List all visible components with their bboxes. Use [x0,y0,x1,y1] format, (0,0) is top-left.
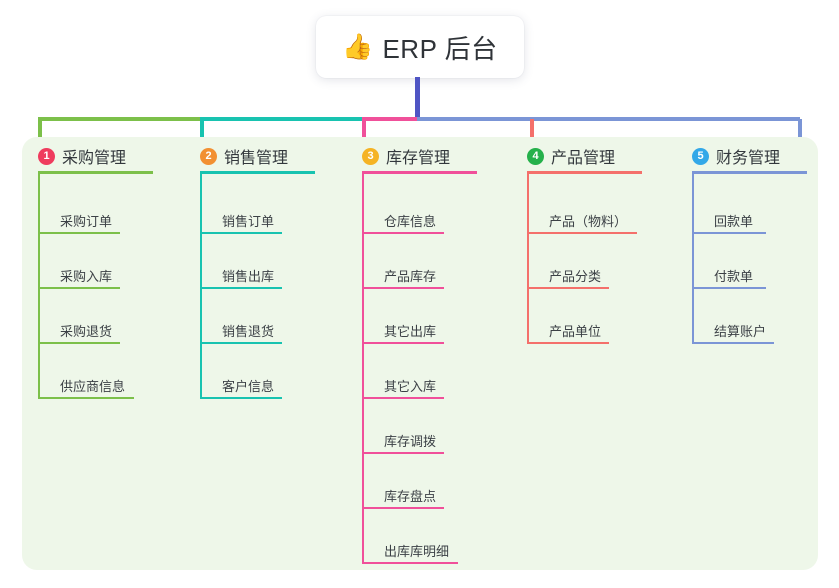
list-item-label: 销售出库 [222,269,275,284]
list-item-label: 出库库明细 [384,544,450,559]
list-item-label: 结算账户 [714,324,767,339]
column-header-采购管理[interactable]: 1 采购管理 [38,144,126,168]
column-spine [200,173,202,399]
list-item-label: 回款单 [714,214,754,229]
column-badge-4: 4 [527,147,544,165]
list-item-rule [200,397,282,399]
list-item-rule [362,507,444,509]
list-item-label: 采购订单 [60,214,113,229]
list-item-rule [200,342,282,344]
list-item-rule [362,397,444,399]
column-title-label: 库存管理 [386,150,451,167]
list-item-rule [200,287,282,289]
list-item-label: 产品分类 [549,269,602,284]
root-node-erp-backend[interactable]: 👍 ERP 后台 [316,16,524,78]
list-item-rule [527,287,609,289]
drop-connector-产品管理 [530,119,534,145]
column-title-label: 采购管理 [62,150,127,167]
column-header-rule [527,171,642,174]
bus-segment-1 [38,117,200,121]
list-item-rule [527,342,609,344]
list-item-label: 采购退货 [60,324,113,339]
column-badge-5: 5 [692,147,709,165]
list-item-label: 供应商信息 [60,379,126,394]
list-item-label: 产品库存 [384,269,437,284]
list-item-rule [362,562,458,564]
list-item-rule [38,232,120,234]
column-title-label: 产品管理 [551,150,616,167]
list-item-label: 销售退货 [222,324,275,339]
column-spine [38,173,40,399]
list-item-rule [362,287,444,289]
column-badge-3: 3 [362,147,379,165]
list-item-label: 销售订单 [222,214,275,229]
drop-connector-采购管理 [38,119,42,145]
list-item-rule [362,452,444,454]
column-badge-1: 1 [38,147,55,165]
root-trunk-connector [415,77,420,119]
list-item-rule [692,232,766,234]
thumbs-up-icon: 👍 [342,32,374,61]
drop-connector-库存管理 [362,119,366,145]
list-item-rule [362,342,444,344]
list-item-label: 采购入库 [60,269,113,284]
column-header-财务管理[interactable]: 5 财务管理 [692,144,780,168]
column-title-label: 财务管理 [716,150,781,167]
column-header-rule [692,171,807,174]
root-node-content: 👍 ERP 后台 [342,29,497,66]
list-item-label: 其它入库 [384,379,437,394]
list-item-rule [527,232,637,234]
column-spine [362,173,364,564]
drop-connector-财务管理 [798,119,802,145]
list-item-label: 付款单 [714,269,754,284]
list-item-label: 其它出库 [384,324,437,339]
list-item-label: 产品（物料） [549,214,628,229]
bus-segment-4 [417,117,672,121]
column-header-rule [362,171,477,174]
list-item-label: 库存调拨 [384,434,437,449]
column-spine [527,173,529,344]
list-item-rule [692,342,774,344]
bus-segment-5 [672,117,800,121]
list-item-label: 仓库信息 [384,214,437,229]
list-item-rule [38,342,120,344]
list-item-rule [38,397,134,399]
column-spine [692,173,694,344]
list-item-rule [200,232,282,234]
column-header-rule [38,171,153,174]
list-item-label: 产品单位 [549,324,602,339]
column-header-产品管理[interactable]: 4 产品管理 [527,144,615,168]
column-header-rule [200,171,315,174]
list-item-rule [38,287,120,289]
root-node-label: ERP 后台 [382,33,498,64]
column-header-库存管理[interactable]: 3 库存管理 [362,144,450,168]
column-header-销售管理[interactable]: 2 销售管理 [200,144,288,168]
list-item-label: 库存盘点 [384,489,437,504]
list-item-label: 客户信息 [222,379,275,394]
column-badge-2: 2 [200,147,217,165]
content-panel: 1 采购管理采购订单采购入库采购退货供应商信息 2 销售管理销售订单销售出库销售退货客… [22,137,818,570]
drop-connector-销售管理 [200,119,204,145]
list-item-rule [362,232,444,234]
bus-segment-3 [362,117,417,121]
bus-segment-2 [200,117,362,121]
column-title-label: 销售管理 [224,150,289,167]
list-item-rule [692,287,766,289]
